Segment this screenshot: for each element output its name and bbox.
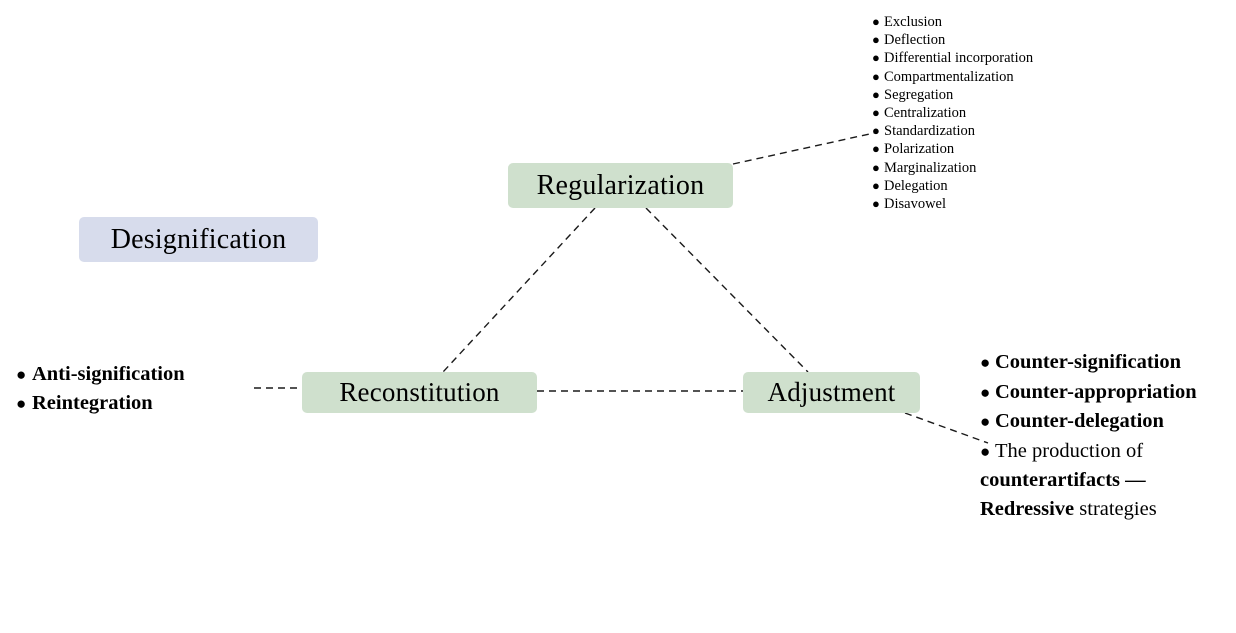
list-item: ●Differential incorporation (872, 49, 1033, 67)
adjustment-strategy-list: ●Counter-signification●Counter-appropria… (980, 348, 1210, 523)
list-item-label: Polarization (884, 141, 955, 158)
list-item: ●Counter-appropriation (980, 378, 1210, 408)
connector-regularization-to-adjustment (645, 207, 809, 373)
node-reconstitution-label: Reconstitution (339, 377, 500, 407)
node-reconstitution[interactable]: Reconstitution (302, 372, 537, 413)
list-item-label: strategies (1079, 497, 1157, 520)
node-regularization-label: Regularization (536, 169, 705, 201)
bullet-icon: ● (980, 441, 991, 461)
list-item-label: Compartmentalization (884, 68, 1014, 85)
connector-adjustment-to-list (904, 412, 989, 444)
bullet-icon: ● (980, 382, 991, 402)
list-item-label: The production of (995, 439, 1144, 462)
bullet-icon: ● (872, 123, 880, 139)
list-item-label: Differential incorporation (884, 50, 1034, 67)
list-item-label: Standardization (884, 123, 976, 140)
list-item-label: Segregation (884, 86, 954, 103)
list-item: ●Marginalization (872, 159, 1033, 177)
list-item: ●Compartmentalization (872, 68, 1033, 86)
node-adjustment[interactable]: Adjustment (743, 372, 920, 413)
bullet-icon: ● (872, 177, 880, 193)
node-regularization[interactable]: Regularization (508, 163, 733, 208)
list-item-label: Marginalization (884, 159, 977, 176)
bullet-icon: ● (980, 412, 991, 431)
regularization-strategy-list: ●Exclusion●Deflection●Differential incor… (872, 13, 1033, 213)
list-item: ●Standardization (872, 122, 1033, 140)
list-item-label: Reintegration (32, 392, 153, 414)
bullet-icon: ● (872, 159, 880, 175)
list-item: ●Segregation (872, 86, 1033, 104)
connector-regularization-to-list (732, 132, 875, 165)
list-item-label: Centralization (884, 105, 967, 122)
bullet-icon: ● (16, 365, 27, 384)
list-item: ● Anti-signification (16, 360, 185, 389)
list-item: ●Counter-signification (980, 348, 1210, 378)
list-item-label: counterartifacts —Redressive (980, 469, 1146, 520)
list-item: ● Exclusion (872, 13, 1033, 31)
list-item-label: Counter-appropriation (995, 380, 1197, 403)
node-adjustment-label: Adjustment (767, 377, 896, 407)
list-item-label: Exclusion (884, 14, 942, 30)
node-designification-label: Designification (110, 223, 287, 255)
list-item: ●Delegation (872, 177, 1033, 195)
connector-regularization-to-reconstitution (442, 207, 596, 373)
list-item-label: Counter-signification (995, 351, 1182, 373)
bullet-icon: ● (872, 86, 880, 102)
list-item: ●Disavowel (872, 195, 1033, 213)
reconstitution-strategy-list: ● Anti-signification ● Reintegration (16, 360, 185, 418)
bullet-icon: ● (872, 32, 880, 48)
list-item: ●Deflection (872, 31, 1033, 49)
bullet-icon: ● (872, 50, 880, 66)
bullet-icon: ● (872, 68, 880, 84)
bullet-icon: ● (16, 394, 27, 413)
list-item: ●Centralization (872, 104, 1033, 122)
list-item: ●Counter-delegation (980, 407, 1210, 437)
list-item-label: Disavowel (884, 196, 947, 213)
list-item: ●Polarization (872, 140, 1033, 158)
list-item-label: Delegation (884, 177, 948, 194)
list-item-label: Counter-delegation (995, 410, 1164, 432)
bullet-icon: ● (872, 105, 880, 121)
bullet-icon: ● (980, 353, 991, 372)
bullet-icon: ● (872, 14, 880, 29)
list-item-label: Deflection (884, 32, 946, 49)
list-item: ●The production of counterartifacts —Red… (980, 437, 1210, 524)
list-item: ● Reintegration (16, 389, 185, 418)
bullet-icon: ● (872, 141, 880, 157)
list-item-label: Anti-signification (32, 363, 185, 385)
bullet-icon: ● (872, 196, 880, 212)
node-designification[interactable]: Designification (79, 217, 318, 262)
